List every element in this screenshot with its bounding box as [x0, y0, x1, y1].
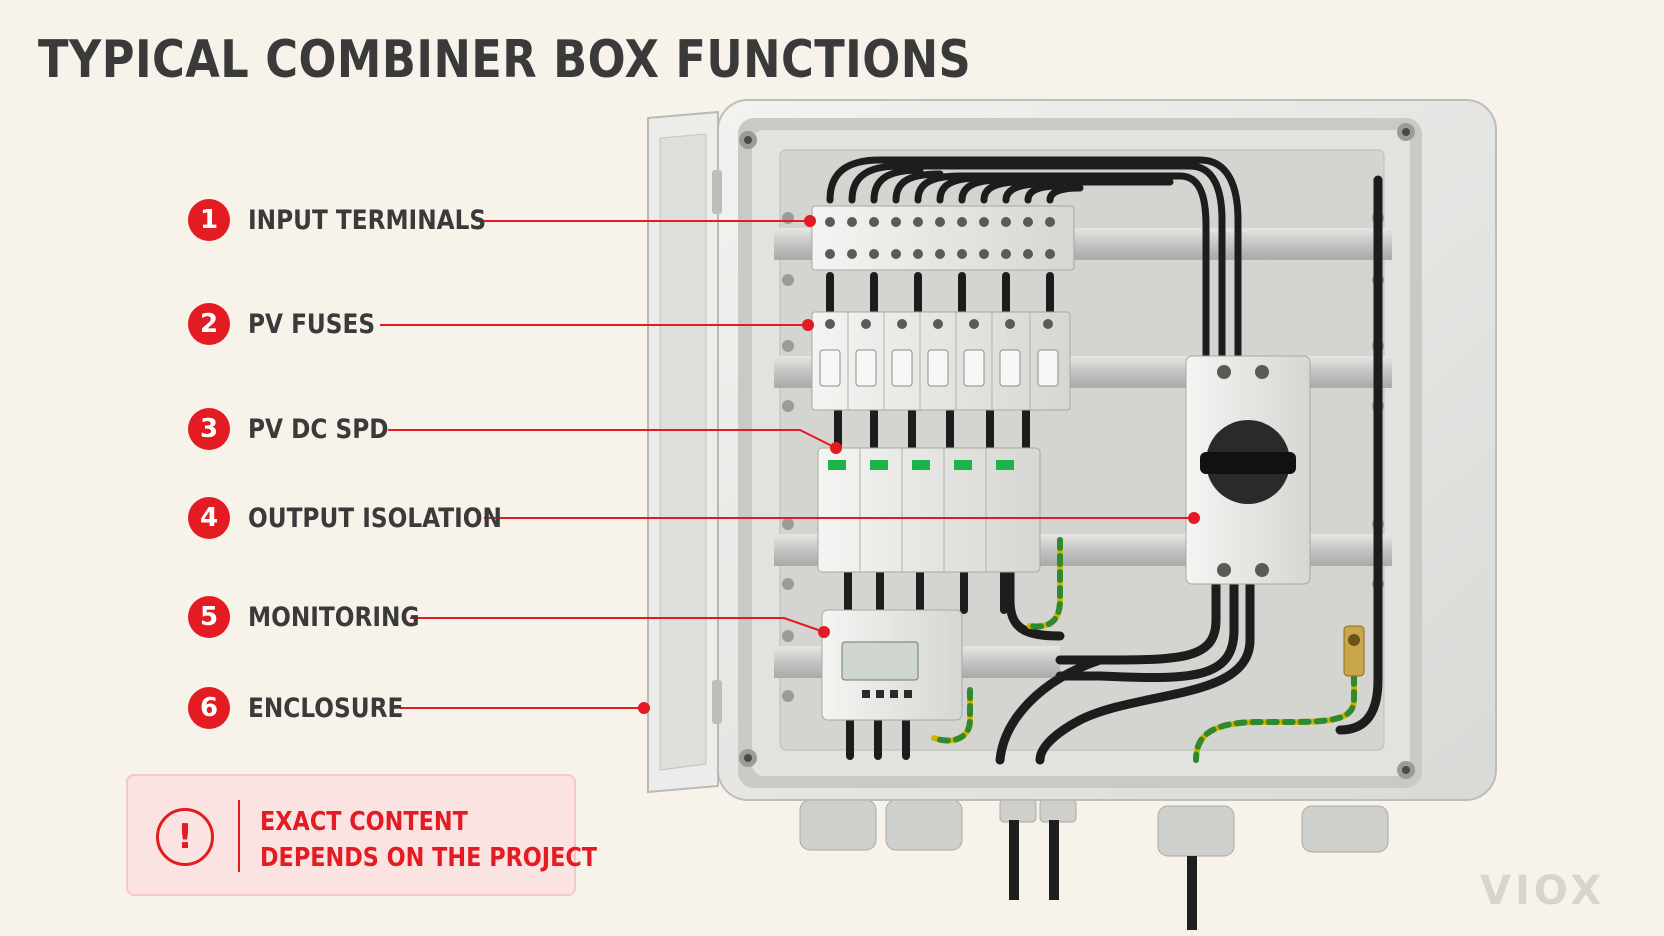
- callout-number-badge: 2: [188, 303, 230, 345]
- callout-number-badge: 3: [188, 408, 230, 450]
- callout-pv-fuses: 2 PV FUSES: [188, 302, 396, 346]
- callout-label: OUTPUT ISOLATION: [248, 502, 502, 534]
- callout-input-terminals: 1 INPUT TERMINALS: [188, 198, 525, 242]
- note-line-2: DEPENDS ON THE PROJECT: [260, 843, 598, 873]
- exclamation-icon: !: [156, 808, 214, 866]
- callout-label: ENCLOSURE: [248, 692, 404, 724]
- pv-dc-spd-modules: [817, 447, 1041, 573]
- input-terminal-block: [811, 205, 1075, 271]
- callout-number-badge: 5: [188, 596, 230, 638]
- callout-number-badge: 4: [188, 497, 230, 539]
- note-line-1: EXACT CONTENT: [260, 807, 468, 837]
- monitoring-meter: [821, 609, 963, 721]
- note-text: EXACT CONTENT DEPENDS ON THE PROJECT: [260, 804, 597, 876]
- cables: [826, 156, 1383, 765]
- callout-pv-dc-spd: 3 PV DC SPD: [188, 407, 411, 451]
- callout-monitoring: 5 MONITORING: [188, 595, 447, 639]
- cable-glands: [799, 799, 1389, 930]
- callout-enclosure: 6 ENCLOSURE: [188, 686, 429, 730]
- page-title: TYPICAL COMBINER BOX FUNCTIONS: [38, 30, 972, 90]
- leader-lines: [380, 215, 1200, 714]
- callout-label: MONITORING: [248, 601, 420, 633]
- output-isolator-switch: [1185, 355, 1311, 585]
- brand-watermark: VIOX: [1480, 868, 1606, 914]
- project-note-box: ! EXACT CONTENT DEPENDS ON THE PROJECT: [126, 774, 597, 896]
- callout-number-badge: 6: [188, 687, 230, 729]
- pv-fuse-holders: [811, 311, 1071, 411]
- callout-label: PV DC SPD: [248, 413, 389, 445]
- callout-label: PV FUSES: [248, 308, 376, 340]
- callout-label: INPUT TERMINALS: [248, 204, 487, 236]
- callout-number-badge: 1: [188, 199, 230, 241]
- enclosure-door: [647, 110, 722, 794]
- note-divider: [238, 800, 240, 872]
- callout-output-isolation: 4 OUTPUT ISOLATION: [188, 496, 543, 540]
- ground-wires: [931, 537, 1365, 763]
